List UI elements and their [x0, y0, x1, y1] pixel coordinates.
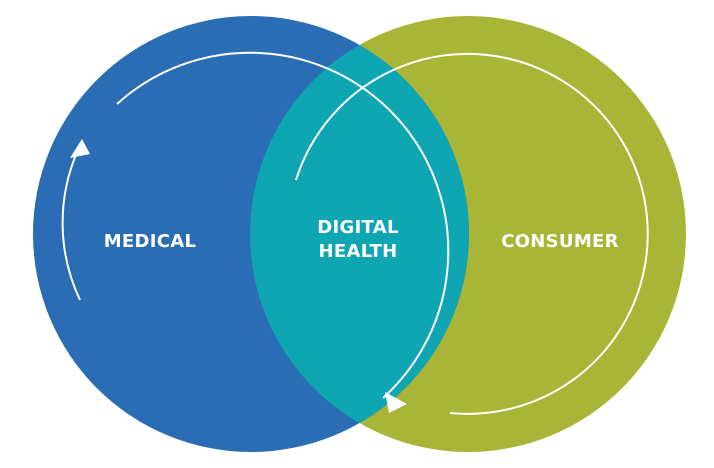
digital-health-overlap [250, 16, 469, 452]
digital-label: DIGITAL [317, 217, 399, 238]
medical-cycle-ring [116, 51, 450, 399]
up-arrow-icon [70, 139, 90, 158]
consumer-label: CONSUMER [501, 231, 619, 252]
consumer-cycle-ring [295, 52, 649, 415]
right-arrow-icon [385, 392, 407, 413]
medical-cycle-ring-upper [61, 149, 81, 301]
health-label: HEALTH [319, 241, 398, 262]
medical-label: MEDICAL [104, 231, 197, 252]
